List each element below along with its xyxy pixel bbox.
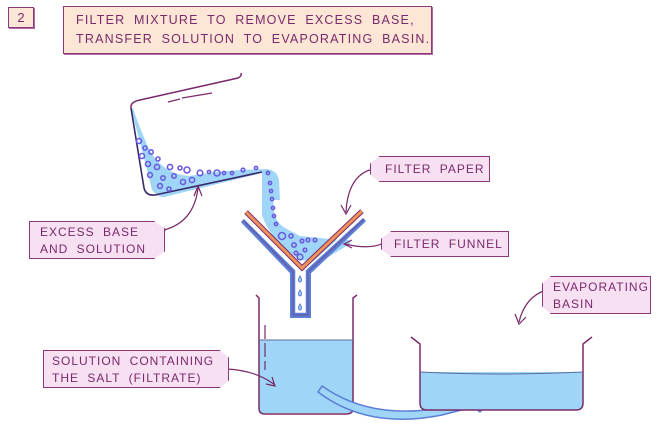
instruction-line-1: FILTER MIXTURE TO REMOVE EXCESS BASE,	[76, 13, 415, 27]
tag-holes	[160, 166, 551, 371]
leader-filter-paper	[345, 168, 374, 213]
beaker-graduation	[167, 92, 213, 103]
leader-filtrate	[225, 368, 276, 386]
label-text: FILTER FUNNEL	[394, 237, 503, 251]
pouring-beaker	[130, 72, 280, 200]
label-line: BASIN	[553, 297, 595, 311]
label-text: FILTER PAPER	[385, 162, 485, 176]
filter-funnel	[240, 216, 367, 318]
collecting-beaker	[255, 294, 358, 415]
leader-filter-funnel	[344, 242, 385, 248]
solution-in-beaker	[131, 108, 280, 200]
instruction-box: FILTER MIXTURE TO REMOVE EXCESS BASE, TR…	[63, 6, 432, 54]
label-excess-base-and-solution: EXCESS BASE AND SOLUTION	[29, 221, 165, 259]
label-line: AND SOLUTION	[40, 242, 147, 256]
label-line: SOLUTION CONTAINING	[52, 354, 215, 368]
base-particles	[135, 137, 318, 261]
label-filter-paper: FILTER PAPER	[370, 156, 490, 182]
label-line: THE SALT (FILTRATE)	[52, 371, 202, 385]
label-line: EVAPORATING	[553, 280, 649, 294]
step-number-badge: 2	[8, 7, 34, 28]
filtrate-drops	[298, 275, 302, 311]
label-evaporating-basin: EVAPORATING BASIN	[542, 276, 651, 314]
label-filtrate: SOLUTION CONTAINING THE SALT (FILTRATE)	[43, 350, 229, 388]
leader-excess-base	[163, 187, 199, 231]
beaker-bottom	[130, 107, 263, 196]
instruction-line-2: TRANSFER SOLUTION TO EVAPORATING BASIN.	[76, 32, 431, 46]
leader-evaporating-basin	[518, 289, 547, 323]
evaporating-basin	[410, 336, 593, 411]
arrowhead-excess-base	[193, 184, 203, 197]
step-number: 2	[17, 10, 25, 25]
beaker-rim	[130, 72, 242, 109]
label-line: EXCESS BASE	[40, 225, 140, 239]
filter-paper	[244, 209, 364, 271]
label-filter-funnel: FILTER FUNNEL	[381, 231, 509, 257]
